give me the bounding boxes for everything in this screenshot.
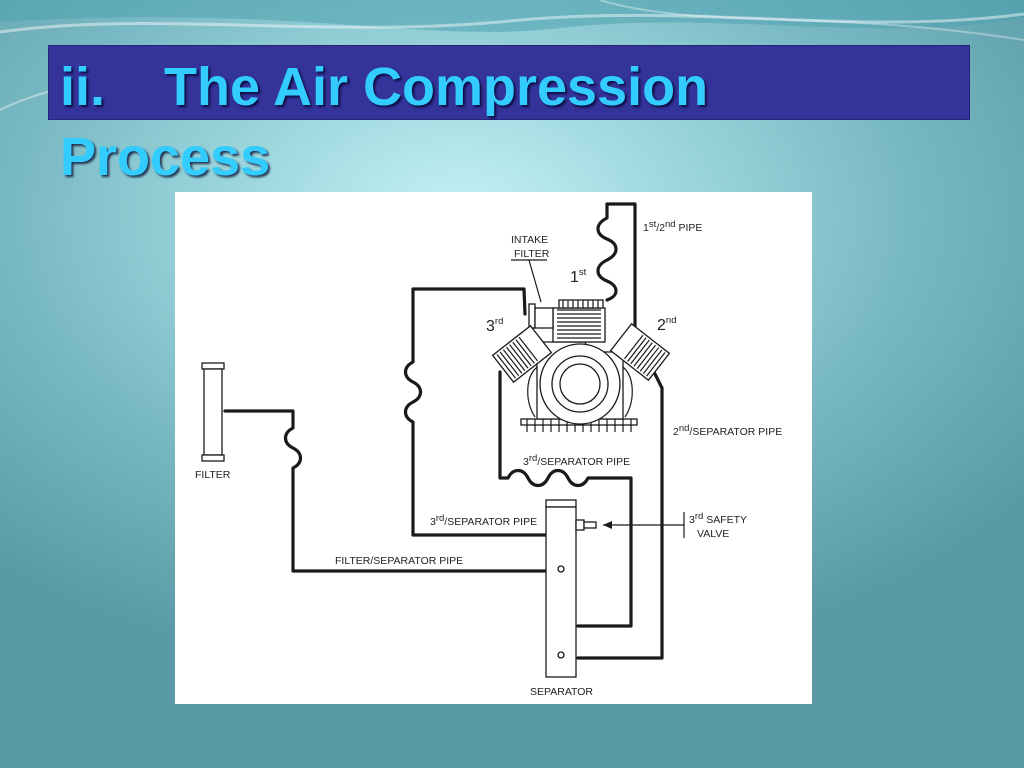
label-intake-line-2: FILTER (514, 248, 550, 260)
label-separator: SEPARATOR (530, 686, 593, 698)
label-stage-2nd: 2nd (657, 315, 676, 334)
intake-filter-leader (511, 259, 547, 303)
label-filter: FILTER (195, 469, 231, 481)
label-stage-3rd: 3rd (486, 316, 503, 335)
pipe-1st-2nd (596, 202, 637, 354)
title-bar (48, 45, 970, 120)
title-line-2: Process (60, 127, 271, 187)
label-stage-1st: 1st (570, 267, 587, 286)
filter-unit (201, 362, 225, 462)
label-pipe-3rd-separator-upper: 3rd/SEPARATOR PIPE (523, 453, 630, 468)
title-number: ii. (60, 57, 106, 117)
compressor-diagram: 1st/2nd PIPE INTAKE FILTER 1st 3rd 2nd 2… (175, 192, 812, 704)
pipe-3rd-separator-upper (498, 370, 633, 628)
label-filter-separator-pipe: FILTER/SEPARATOR PIPE (335, 555, 463, 567)
label-intake-line-1: INTAKE (511, 234, 548, 246)
label-safety-valve-line-2: VALVE (697, 528, 729, 540)
label-pipe-1st-2nd: 1st/2nd PIPE (643, 219, 702, 234)
pipe-filter-separator (223, 409, 548, 573)
label-pipe-2nd-separator: 2nd/SEPARATOR PIPE (673, 423, 782, 438)
label-pipe-3rd-separator-lower: 3rd/SEPARATOR PIPE (430, 513, 537, 528)
separator-unit (545, 499, 597, 678)
compressor-unit (491, 299, 671, 432)
pipe-2nd-separator (576, 368, 664, 660)
title-line-1: The Air Compression (164, 57, 709, 117)
label-safety-valve-line-1: 3rd SAFETY (689, 511, 747, 526)
safety-valve-pointer (603, 512, 685, 538)
pipe-3rd-separator-lower (403, 287, 548, 537)
compressor-diagram-svg: 1st/2nd PIPE INTAKE FILTER 1st 3rd 2nd 2… (195, 202, 782, 698)
